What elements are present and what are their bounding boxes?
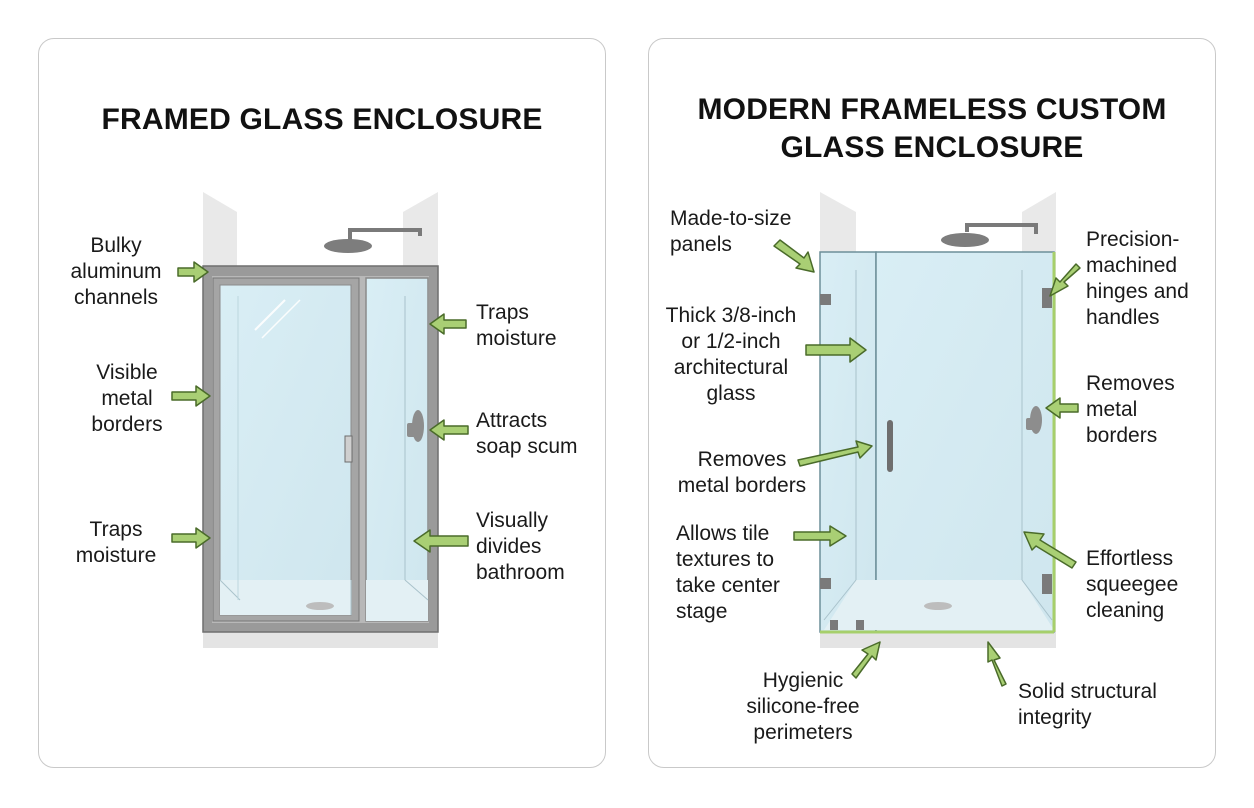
- floor-base: [820, 632, 1056, 648]
- shower-head-icon: [941, 223, 1038, 247]
- label-traps-moisture-left: Traps moisture: [75, 518, 157, 567]
- arrow-effortless: [1023, 531, 1077, 569]
- frameless-shower-drawing: [819, 192, 1056, 648]
- shower-valve-icon: [1026, 406, 1042, 434]
- label-bulky-aluminum-channels: Bulky aluminum channels: [70, 234, 162, 309]
- clip-icon: [830, 620, 838, 630]
- label-visually-divides-bathroom: Visually divides bathroom: [476, 509, 565, 584]
- door-handle-icon: [344, 435, 353, 463]
- hinge-icon: [820, 578, 831, 589]
- label-hygienic-silicone-free: Hygienic silicone-free perimeters: [746, 669, 860, 744]
- frameless-enclosure-title: MODERN FRAMELESS CUSTOM GLASS ENCLOSURE: [697, 93, 1167, 164]
- drain-icon: [924, 602, 952, 610]
- hinge-icon: [1042, 574, 1052, 594]
- label-removes-metal-borders-left: Removes metal borders: [677, 448, 807, 497]
- door-glass-panel: [875, 251, 1055, 633]
- floor-base: [203, 632, 438, 648]
- arrow-hygienic: [851, 641, 881, 679]
- label-traps-moisture-right: Traps moisture: [476, 301, 557, 350]
- clip-icon: [856, 620, 864, 630]
- arrow-precision: [1049, 263, 1081, 297]
- arrow-traps-right: [429, 313, 467, 335]
- arrow-thick: [805, 337, 867, 363]
- label-effortless-squeegee-cleaning: Effortless squeegee cleaning: [1086, 547, 1179, 622]
- label-solid-structural-integrity: Solid structural integrity: [1018, 680, 1157, 729]
- hinge-icon: [820, 294, 831, 305]
- arrow-visible: [171, 385, 211, 407]
- hinge-icon: [1042, 288, 1052, 308]
- arrow-solid: [987, 641, 1007, 687]
- framed-shower-drawing: [202, 192, 439, 648]
- shower-head-icon: [324, 228, 422, 253]
- shower-valve-icon: [407, 410, 424, 442]
- label-removes-metal-borders-right: Removes metal borders: [1086, 372, 1175, 447]
- side-glass-panel: [819, 251, 877, 633]
- arrow-attracts: [429, 419, 469, 441]
- door-handle-icon: [887, 420, 893, 472]
- arrow-removes-right: [1045, 397, 1079, 419]
- label-thick-architectural-glass: Thick 3/8-inch or 1/2-inch architectural…: [665, 304, 797, 405]
- framed-enclosure-title: FRAMED GLASS ENCLOSURE: [101, 103, 543, 136]
- label-made-to-size-panels: Made-to-size panels: [670, 207, 792, 256]
- arrow-bulky: [177, 261, 209, 283]
- arrow-traps-left: [171, 527, 211, 549]
- drain-icon: [306, 602, 334, 610]
- arrow-divides: [413, 529, 469, 553]
- callout-arrows: [171, 239, 1081, 687]
- arrow-made: [773, 239, 815, 273]
- label-visible-metal-borders: Visible metal borders: [91, 361, 163, 436]
- door-glass: [219, 284, 352, 616]
- label-allows-tile-textures: Allows tile textures to take center stag…: [676, 522, 780, 623]
- fixed-glass-panel: [365, 277, 429, 622]
- label-attracts-soap-scum: Attracts soap scum: [476, 409, 578, 458]
- arrow-removes-left: [797, 440, 873, 467]
- arrow-allows: [793, 525, 847, 547]
- label-precision-machined-hinges: Precision- machined hinges and handles: [1086, 228, 1189, 329]
